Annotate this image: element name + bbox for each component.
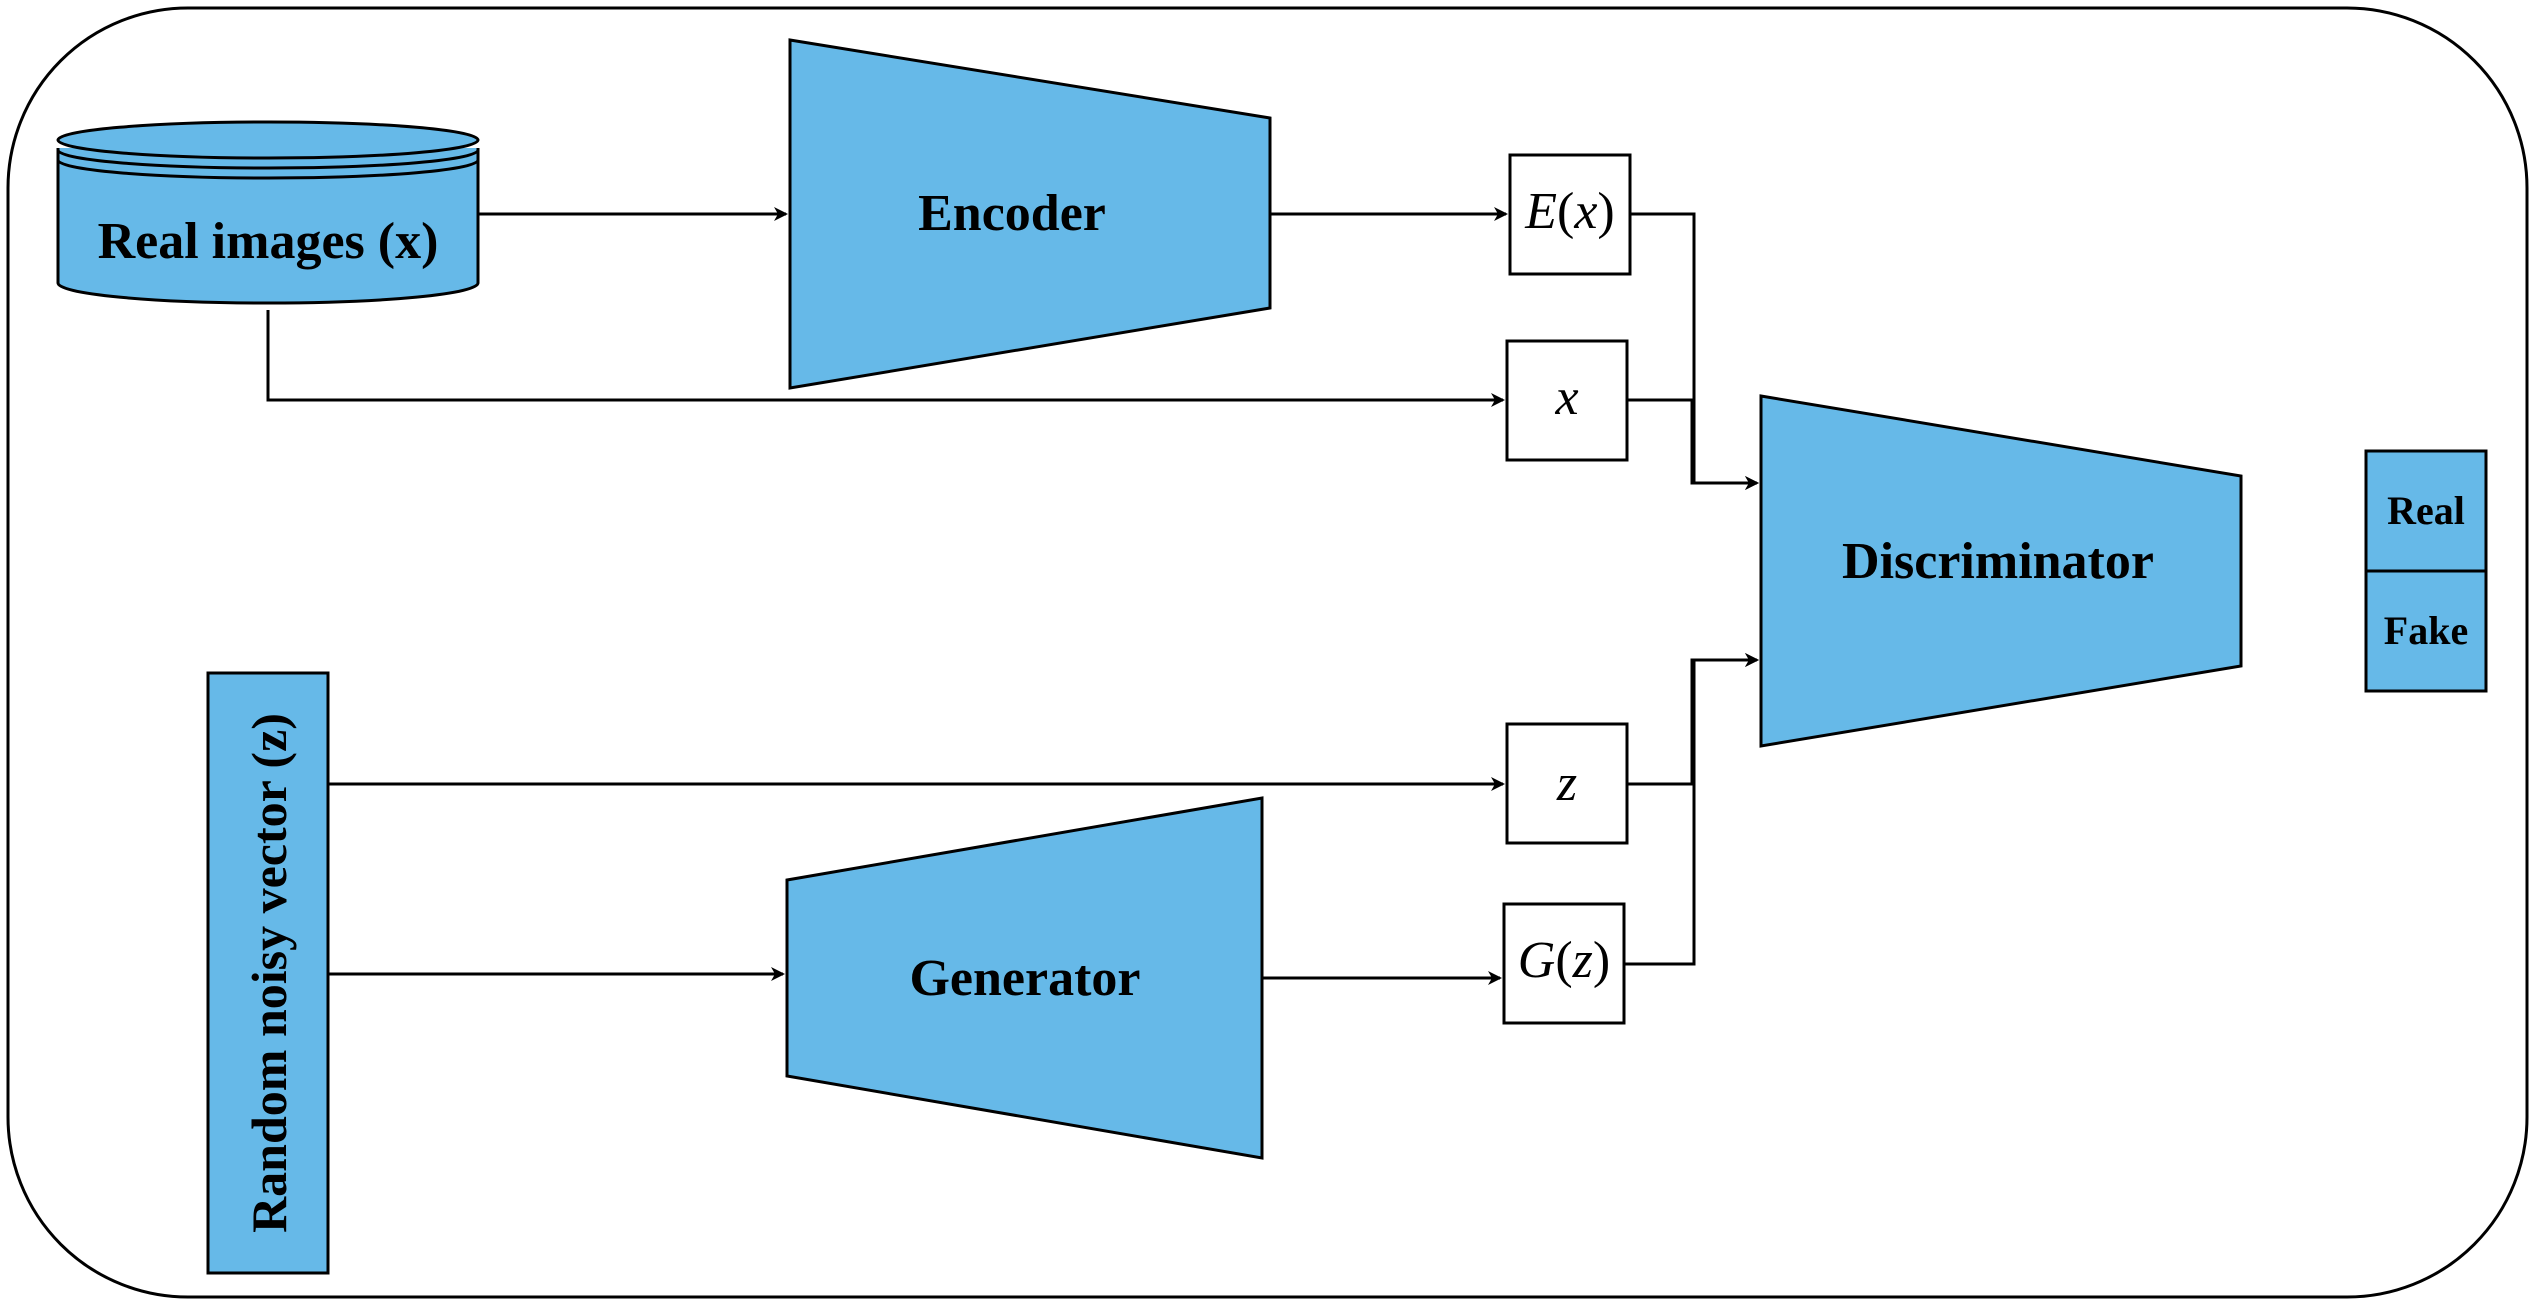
- z-box: z: [1505, 722, 1629, 845]
- real-images-label: Real images (x): [98, 213, 439, 270]
- x-box: x: [1505, 339, 1629, 462]
- arrow-z-to-discriminator: [1627, 653, 1759, 786]
- output-box: Real Fake: [2364, 449, 2488, 693]
- output-fake-label: Fake: [2384, 608, 2468, 653]
- outer-container: [6, 6, 2529, 1299]
- generator-label: Generator: [909, 950, 1140, 1007]
- ex-box: E(x): [1508, 153, 1632, 276]
- noise-vector-block: Random noisy vector (z): [206, 671, 330, 1275]
- ex-math: E(x): [1524, 183, 1615, 240]
- discriminator-label: Discriminator: [1842, 533, 2154, 590]
- connectors: [266, 207, 1759, 985]
- gz-box: G(z): [1502, 902, 1626, 1025]
- z-math: z: [1556, 755, 1577, 812]
- arrow-gz-to-discriminator: [1624, 653, 1759, 966]
- gz-math: G(z): [1518, 932, 1610, 989]
- generator-block: Generator: [785, 796, 1264, 1160]
- arrow-x-to-discriminator: [1627, 398, 1759, 490]
- encoder-label: Encoder: [918, 185, 1106, 242]
- output-real-label: Real: [2387, 488, 2465, 533]
- discriminator-block: Discriminator: [1759, 394, 2243, 748]
- arrow-images-to-x: [266, 310, 1505, 407]
- real-images-database: Real images (x): [56, 120, 480, 305]
- x-math: x: [1554, 369, 1578, 426]
- noise-vector-label: Random noisy vector (z): [241, 713, 297, 1233]
- encoder-block: Encoder: [788, 38, 1272, 390]
